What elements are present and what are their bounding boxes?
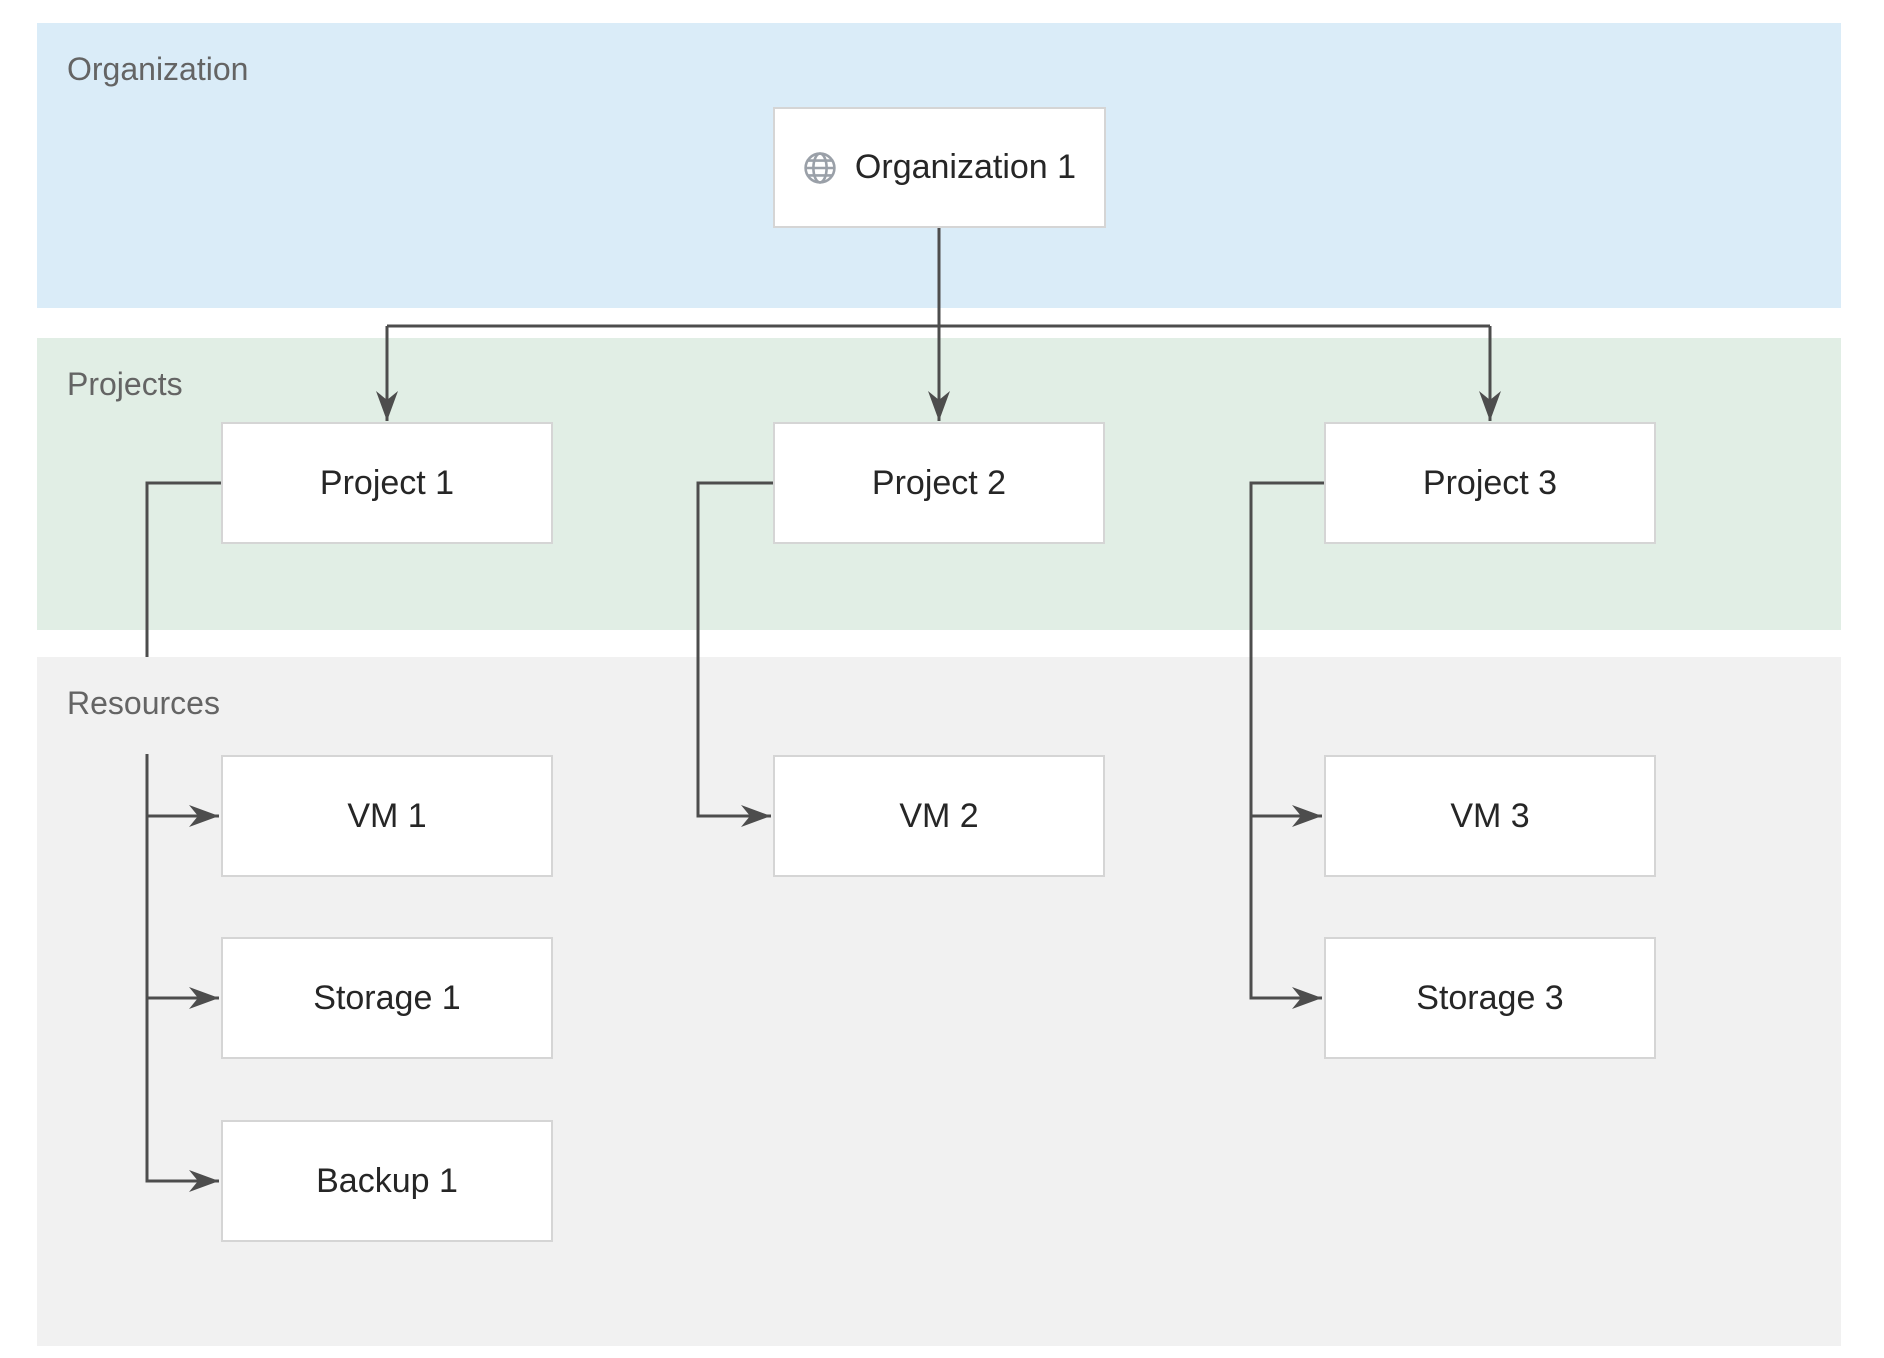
node-label: Project 1: [319, 463, 455, 502]
node-project-2: Project 2: [773, 422, 1105, 544]
organization-band-label: Organization: [67, 51, 249, 87]
node-label: Project 3: [1422, 463, 1558, 502]
globe-icon: [803, 151, 837, 185]
edge-project2-vm2: [696, 481, 773, 827]
edge-project3-storage3: [1249, 481, 1324, 1009]
node-storage-1: Storage 1: [221, 937, 553, 1059]
node-organization-1: Organization 1: [773, 107, 1106, 228]
node-label: VM 2: [899, 796, 979, 835]
edge-project1-backup1: [145, 754, 219, 1192]
node-backup-1: Backup 1: [221, 1120, 553, 1242]
node-vm-3: VM 3: [1324, 755, 1656, 877]
node-label: Backup 1: [316, 1161, 458, 1200]
node-storage-3: Storage 3: [1324, 937, 1656, 1059]
projects-band-label: Projects: [67, 366, 183, 402]
node-project-1: Project 1: [221, 422, 553, 544]
node-vm-1: VM 1: [221, 755, 553, 877]
node-vm-2: VM 2: [773, 755, 1105, 877]
node-label: VM 3: [1450, 796, 1530, 835]
node-label: Project 2: [871, 463, 1007, 502]
resources-band-label: Resources: [67, 685, 220, 721]
node-label: Organization 1: [854, 148, 1077, 187]
node-label: Storage 3: [1416, 978, 1564, 1017]
node-project-3: Project 3: [1324, 422, 1656, 544]
node-label: VM 1: [347, 796, 427, 835]
edge-project1-trunk-upper: [145, 481, 221, 657]
node-label: Storage 1: [313, 978, 461, 1017]
